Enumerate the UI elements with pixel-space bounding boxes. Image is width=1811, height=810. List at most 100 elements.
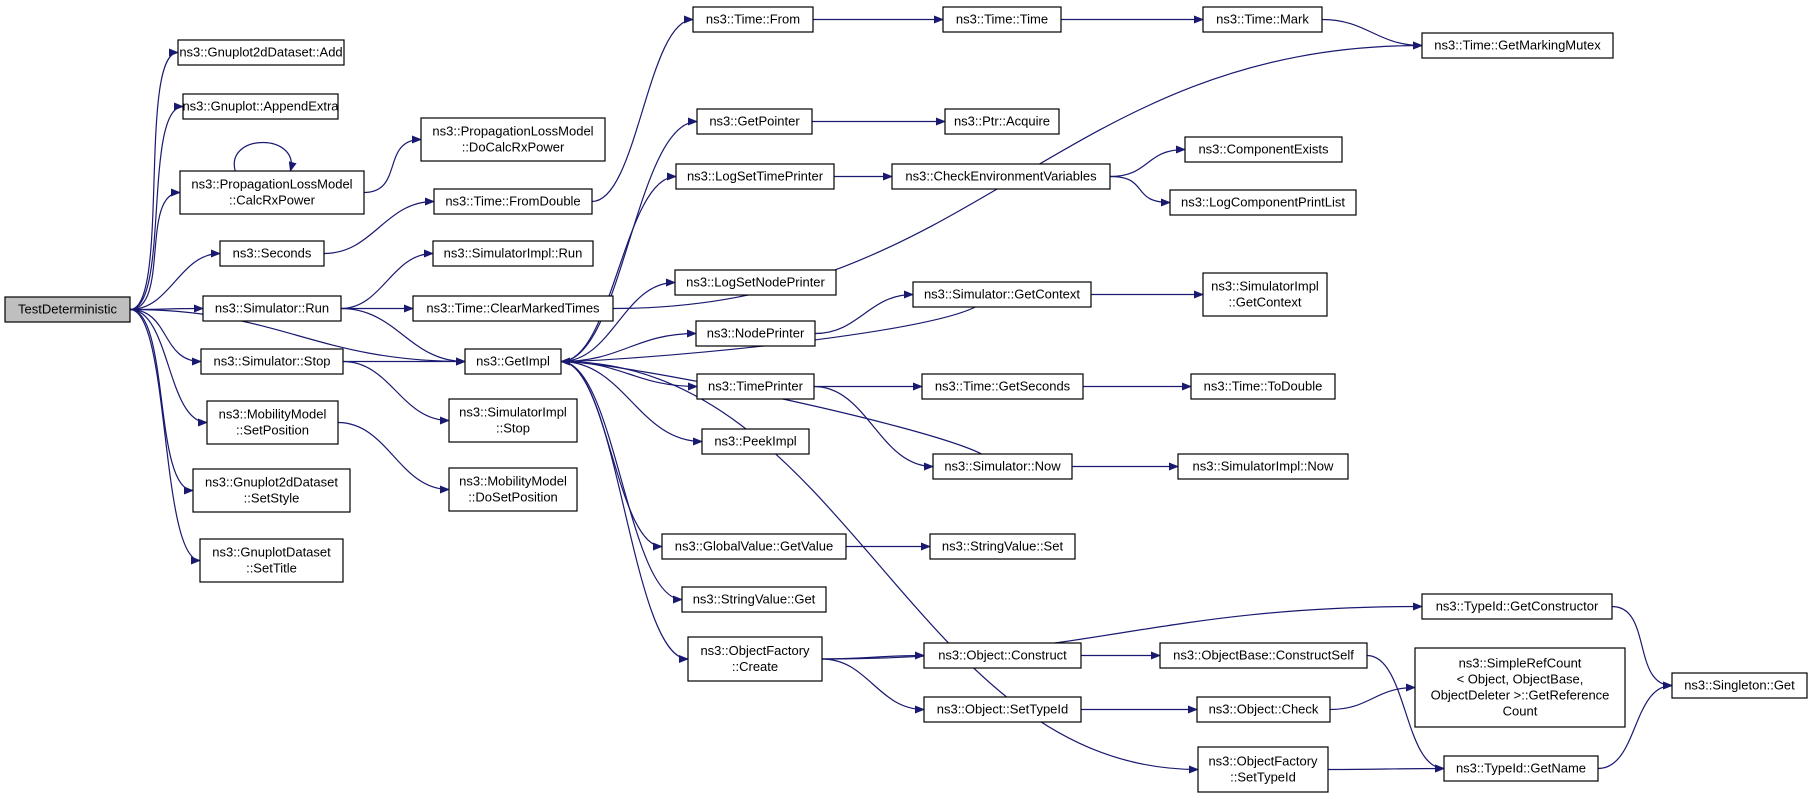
node-stringvalue-set[interactable]: ns3::StringValue::Set	[929, 533, 1076, 560]
edge-simulator-run-to-simimpl-run	[340, 249, 434, 310]
node-box	[921, 373, 1084, 400]
edge-arrow	[129, 308, 202, 366]
node-simplerefcount-getreferencecount[interactable]: ns3::SimpleRefCount< Object, ObjectBase,…	[1414, 647, 1626, 728]
node-label: ns3::SimpleRefCount	[1459, 656, 1582, 671]
node-label: ns3::Time::FromDouble	[445, 194, 580, 209]
node-label: ns3::GetImpl	[476, 354, 550, 369]
node-objectbase-constructself[interactable]: ns3::ObjectBase::ConstructSelf	[1159, 642, 1368, 669]
edge-objectfactory-settypeid-to-typeid-getname	[1327, 764, 1445, 773]
node-time-clearmarkedtimes[interactable]: ns3::Time::ClearMarkedTimes	[412, 295, 614, 322]
edge-timeprinter-to-simulator-now	[813, 385, 934, 471]
node-label: ns3::TimePrinter	[708, 379, 804, 394]
edge-getimpl-to-objectfactory-settypeid	[560, 360, 1199, 774]
node-label: ns3::SimulatorImpl::Run	[444, 246, 583, 261]
edge-getimpl-to-peekimpl	[560, 360, 703, 446]
node-label: ns3::PropagationLossModel	[432, 124, 593, 139]
edge-simulator-run-to-getimpl	[340, 307, 466, 366]
node-getpointer[interactable]: ns3::GetPointer	[696, 108, 813, 135]
node-objectfactory-create[interactable]: ns3::ObjectFactory::Create	[687, 636, 823, 682]
node-time-mark[interactable]: ns3::Time::Mark	[1202, 6, 1323, 33]
node-box	[448, 398, 578, 443]
edge-mobility-setposition-to-mobility-dosetposition	[337, 421, 450, 494]
node-time-time[interactable]: ns3::Time::Time	[942, 6, 1062, 33]
node-typeid-getconstructor[interactable]: ns3::TypeId::GetConstructor	[1421, 593, 1613, 620]
node-label: ns3::Object::Check	[1209, 702, 1319, 717]
node-label: ns3::GlobalValue::GetValue	[675, 539, 834, 554]
node-gnuplotdataset-settitle[interactable]: ns3::GnuplotDataset::SetTitle	[199, 538, 344, 583]
node-box	[923, 642, 1082, 669]
node-label: ns3::Gnuplot::AppendExtra	[182, 99, 339, 114]
node-label: < Object, ObjectBase,	[1457, 672, 1584, 687]
edge-seconds-to-time-fromdouble	[323, 197, 435, 255]
node-simimpl-run[interactable]: ns3::SimulatorImpl::Run	[432, 240, 594, 267]
node-objectfactory-settypeid[interactable]: ns3::ObjectFactory::SetTypeId	[1197, 746, 1329, 793]
node-time-todouble[interactable]: ns3::Time::ToDouble	[1190, 373, 1336, 400]
node-logsettimeprinter[interactable]: ns3::LogSetTimePrinter	[675, 163, 835, 190]
node-label: ns3::Simulator::GetContext	[924, 287, 1080, 302]
node-box	[1190, 373, 1336, 400]
node-timeprinter[interactable]: ns3::TimePrinter	[696, 373, 815, 400]
node-stringvalue-get[interactable]: ns3::StringValue::Get	[681, 586, 827, 613]
node-time-fromdouble[interactable]: ns3::Time::FromDouble	[433, 188, 593, 215]
node-componentexists[interactable]: ns3::ComponentExists	[1184, 136, 1343, 163]
node-label: ns3::ComponentExists	[1198, 142, 1329, 157]
edge-arrow	[1109, 175, 1171, 207]
node-globalvalue-getvalue[interactable]: ns3::GlobalValue::GetValue	[661, 533, 847, 560]
node-singleton-get[interactable]: ns3::Singleton::Get	[1671, 672, 1808, 699]
node-time-getseconds[interactable]: ns3::Time::GetSeconds	[921, 373, 1084, 400]
node-object-construct[interactable]: ns3::Object::Construct	[923, 642, 1082, 669]
edge-arrow	[560, 172, 677, 363]
node-gnuplot2d-setstyle[interactable]: ns3::Gnuplot2dDataset::SetStyle	[192, 468, 351, 513]
node-mobility-dosetposition[interactable]: ns3::MobilityModel::DoSetPosition	[448, 467, 578, 512]
node-simulator-getcontext[interactable]: ns3::Simulator::GetContext	[912, 281, 1092, 308]
node-plm-docalcrxpower[interactable]: ns3::PropagationLossModel::DoCalcRxPower	[420, 117, 606, 162]
node-simulator-now[interactable]: ns3::Simulator::Now	[932, 453, 1073, 480]
edge-arrow	[560, 360, 703, 446]
node-label: ns3::Object::SetTypeId	[937, 702, 1069, 717]
node-checkenvvars[interactable]: ns3::CheckEnvironmentVariables	[891, 163, 1111, 190]
node-label: ns3::Time::Time	[956, 12, 1048, 27]
node-simulator-stop[interactable]: ns3::Simulator::Stop	[200, 348, 344, 375]
edge-arrow	[1329, 683, 1416, 711]
node-simimpl-stop[interactable]: ns3::SimulatorImpl::Stop	[448, 398, 578, 443]
node-ptr-acquire[interactable]: ns3::Ptr::Acquire	[944, 108, 1060, 135]
node-gnuplot2d-add[interactable]: ns3::Gnuplot2dDataset::Add	[177, 39, 345, 66]
node-plm-calcrxpower[interactable]: ns3::PropagationLossModel::CalcRxPower	[179, 170, 365, 215]
node-simimpl-getcontext[interactable]: ns3::SimulatorImpl::GetContext	[1202, 272, 1328, 317]
node-getimpl[interactable]: ns3::GetImpl	[464, 348, 562, 375]
node-object-check[interactable]: ns3::Object::Check	[1196, 696, 1331, 723]
node-time-getmarkingmutex[interactable]: ns3::Time::GetMarkingMutex	[1421, 32, 1614, 59]
node-seconds[interactable]: ns3::Seconds	[219, 240, 325, 267]
node-label: ns3::Time::ClearMarkedTimes	[426, 301, 600, 316]
node-box	[701, 428, 810, 455]
node-label: ns3::PropagationLossModel	[191, 177, 352, 192]
node-box	[206, 400, 339, 445]
node-label: ns3::StringValue::Set	[942, 539, 1064, 554]
node-logsetnodeprinter[interactable]: ns3::LogSetNodePrinter	[674, 269, 837, 296]
node-nodeprinter[interactable]: ns3::NodePrinter	[695, 320, 816, 347]
node-label: ns3::SimulatorImpl	[1211, 279, 1319, 294]
edge-typeid-getname-to-singleton-get	[1597, 681, 1673, 770]
node-typeid-getname[interactable]: ns3::TypeId::GetName	[1443, 755, 1599, 782]
node-logcomponentprintlist[interactable]: ns3::LogComponentPrintList	[1169, 189, 1357, 216]
node-time-from[interactable]: ns3::Time::From	[692, 6, 814, 33]
edge-arrow	[129, 308, 208, 427]
node-mobility-setposition[interactable]: ns3::MobilityModel::SetPosition	[206, 400, 339, 445]
node-simulator-run[interactable]: ns3::Simulator::Run	[202, 295, 342, 322]
node-label: ns3::Ptr::Acquire	[954, 114, 1050, 129]
node-label: ns3::ObjectBase::ConstructSelf	[1173, 648, 1354, 663]
node-box	[1197, 746, 1329, 793]
node-label: ::DoCalcRxPower	[462, 140, 565, 155]
node-label: ns3::GnuplotDataset	[212, 545, 331, 560]
node-label: ns3::CheckEnvironmentVariables	[905, 169, 1097, 184]
node-simimpl-now[interactable]: ns3::SimulatorImpl::Now	[1177, 453, 1349, 480]
edge-plm-calcrxpower-to-plm-docalcrxpower	[363, 135, 422, 194]
edge-getimpl-to-logsettimeprinter	[560, 172, 677, 363]
node-peekimpl[interactable]: ns3::PeekImpl	[701, 428, 810, 455]
node-object-settypeid[interactable]: ns3::Object::SetTypeId	[923, 696, 1082, 723]
node-box	[687, 636, 823, 682]
node-box	[420, 117, 606, 162]
node-gnuplot-appendextra[interactable]: ns3::Gnuplot::AppendExtra	[182, 93, 339, 120]
node-label: ns3::TypeId::GetName	[1456, 761, 1586, 776]
